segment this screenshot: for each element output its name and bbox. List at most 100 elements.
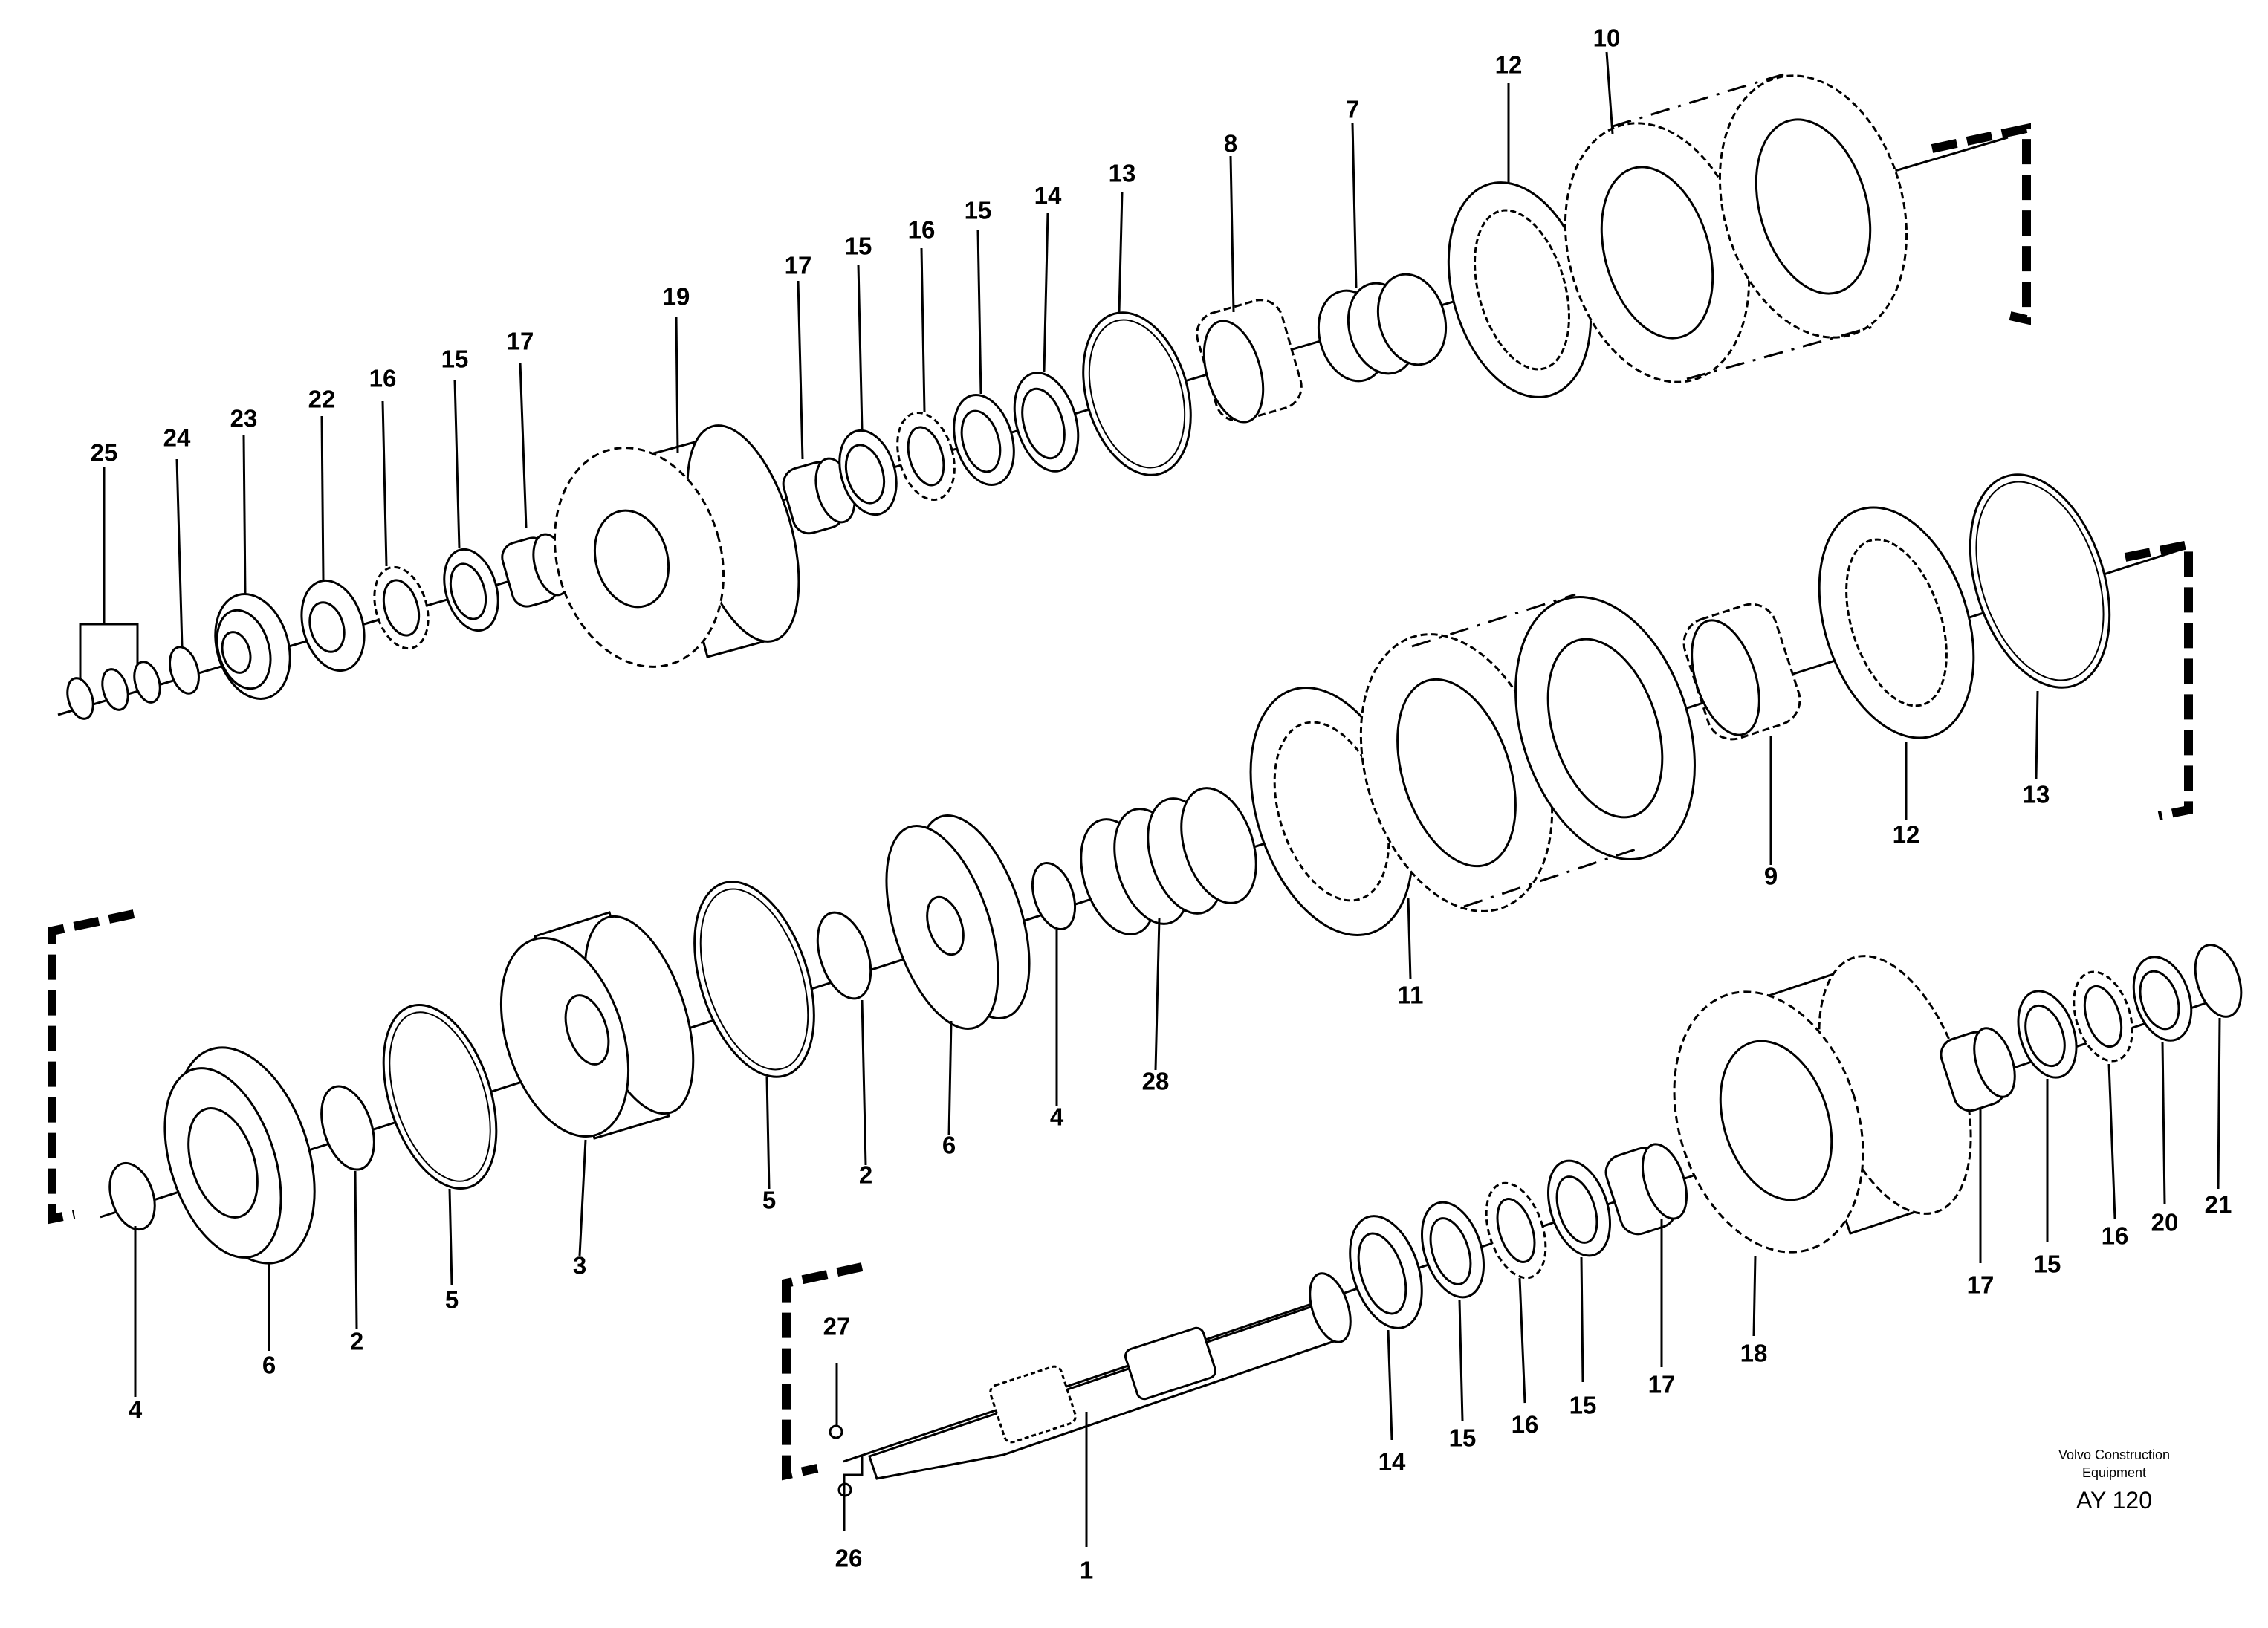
ring-24 — [169, 646, 200, 695]
circlip-25b — [101, 668, 129, 711]
callout-3: 3 — [573, 1252, 586, 1280]
thrust-washer-15e — [1547, 1159, 1611, 1257]
callout-12-mid: 12 — [1893, 821, 1920, 849]
callout-21: 21 — [2205, 1191, 2232, 1219]
washer-20 — [2132, 956, 2193, 1042]
callout-12-top: 12 — [1495, 51, 1523, 79]
circlip-21 — [2194, 944, 2243, 1018]
callout-5-mid: 5 — [762, 1187, 776, 1214]
callout-2-left: 2 — [350, 1328, 363, 1355]
ring-14b — [1349, 1215, 1423, 1329]
callout-16-bottom-b: 16 — [2102, 1222, 2129, 1250]
callout-16-top-left: 16 — [369, 365, 397, 392]
thrust-washer-15c — [953, 393, 1015, 487]
ring-14a — [1013, 372, 1080, 473]
cylinder-6a — [163, 1046, 316, 1265]
callout-10: 10 — [1593, 25, 1621, 52]
callout-20: 20 — [2151, 1209, 2179, 1236]
callout-17-top-left: 17 — [507, 328, 534, 355]
clutch-disc-11b — [1359, 633, 1554, 912]
callout-15-top-mid: 15 — [845, 233, 872, 260]
seal-ring-5b — [693, 881, 815, 1078]
gear-drum-18 — [1673, 955, 1972, 1254]
shaft-1 — [829, 1272, 1352, 1497]
clutch-disc-10a — [1564, 122, 1751, 383]
snap-ring-13b — [1969, 473, 2111, 689]
callout-15-top-left: 15 — [441, 346, 469, 373]
callout-16-bottom-a: 16 — [1512, 1411, 1539, 1439]
callout-18: 18 — [1740, 1340, 1768, 1367]
callout-6-mid: 6 — [942, 1132, 956, 1159]
callout-11: 11 — [1398, 982, 1424, 1009]
callout-27: 27 — [823, 1313, 851, 1340]
callout-5-left: 5 — [445, 1286, 459, 1314]
row-connector-top-right — [1931, 123, 2031, 325]
snap-ring-2a — [320, 1085, 375, 1171]
thrust-washer-15a — [443, 548, 499, 632]
callout-15-bottom-a: 15 — [1449, 1424, 1477, 1452]
seal-ring-5a — [382, 1003, 498, 1190]
bearing-cage-16c — [1485, 1181, 1547, 1280]
callout-4-mid: 4 — [1050, 1103, 1064, 1131]
callout-25: 25 — [91, 439, 118, 467]
row-connector-bottom-left — [782, 1262, 864, 1481]
callout-17-top-mid: 17 — [785, 252, 812, 279]
clutch-disc-11c — [1514, 595, 1696, 861]
circlip-25a — [66, 677, 94, 720]
thrust-washer-15b — [838, 429, 898, 516]
bearing-cage-16b — [896, 411, 956, 502]
callout-28: 28 — [1142, 1068, 1170, 1095]
cylinder-6b — [885, 814, 1031, 1030]
gear-drum-19 — [553, 424, 800, 668]
snap-ring-13a — [1082, 311, 1192, 476]
callout-14-top: 14 — [1034, 182, 1062, 210]
disc-pack-outline-middle — [1411, 593, 1643, 908]
callout-15-bottom-b: 15 — [1569, 1392, 1597, 1419]
credit-drawing-code: AY 120 — [2076, 1487, 2152, 1514]
callout-1: 1 — [1080, 1557, 1093, 1584]
credit-block: Volvo Construction Equipment AY 120 — [2058, 1447, 2170, 1514]
callout-13-top: 13 — [1109, 160, 1136, 187]
callout-15-bottom-c: 15 — [2034, 1251, 2061, 1278]
callout-15-top-right: 15 — [965, 197, 992, 224]
thrust-washer-15d — [1421, 1201, 1485, 1299]
spring-pack-7 — [1317, 273, 1448, 383]
o-ring-4a — [108, 1161, 156, 1231]
credit-company-line1: Volvo Construction — [2058, 1447, 2170, 1462]
bearing-cage-16d — [2073, 970, 2133, 1063]
callout-8: 8 — [1224, 130, 1237, 158]
callout-9: 9 — [1764, 863, 1778, 890]
piston-12a — [1447, 181, 1593, 398]
needle-bearing-17c — [1604, 1143, 1688, 1236]
o-ring-4b — [1031, 862, 1077, 930]
callout-22: 22 — [308, 386, 336, 413]
callout-16-top-mid: 16 — [908, 216, 936, 244]
snap-ring-2b — [816, 911, 872, 1000]
bearing-cage-16a — [373, 565, 430, 650]
callout-14-bottom: 14 — [1378, 1448, 1406, 1476]
bearing-23 — [214, 593, 291, 700]
callout-23: 23 — [230, 405, 258, 432]
callout-13-mid: 13 — [2023, 781, 2050, 808]
row-connector-middle-left — [48, 909, 135, 1225]
callout-4-left: 4 — [129, 1396, 143, 1424]
callout-17-bottom-a: 17 — [1648, 1371, 1676, 1398]
spring-pack-28 — [1080, 787, 1257, 935]
disc-pack-outline-top — [1612, 73, 1873, 380]
callout-24: 24 — [163, 424, 191, 452]
callout-19: 19 — [663, 283, 690, 311]
callout-7: 7 — [1346, 96, 1359, 123]
row-connector-middle-right — [2124, 539, 2193, 820]
piston-12b — [1818, 506, 1975, 739]
hub-8 — [1196, 299, 1303, 424]
credit-company-line2: Equipment — [2082, 1465, 2146, 1480]
hub-9 — [1682, 603, 1801, 741]
callout-numbers: 25 24 23 22 16 15 17 19 17 15 16 15 14 1… — [91, 25, 2232, 1584]
needle-bearing-17d — [1940, 1027, 2016, 1112]
thrust-washer-15f — [2017, 990, 2078, 1079]
callout-6-left: 6 — [262, 1352, 276, 1379]
clutch-disc-10b — [1718, 74, 1908, 339]
washer-22 — [300, 579, 366, 672]
needle-bearing-17b — [782, 457, 856, 535]
